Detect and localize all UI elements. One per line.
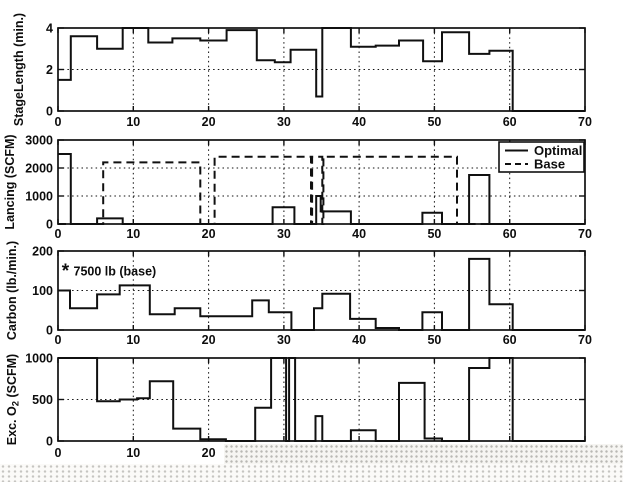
series-optimal-line: [58, 357, 585, 442]
svg-text:10: 10: [126, 227, 140, 241]
svg-text:0: 0: [46, 435, 53, 449]
y-axis-label: Lancing (SCFM): [3, 134, 17, 229]
svg-text:2: 2: [46, 63, 53, 77]
y-tick-labels: 0 2 4: [46, 22, 53, 119]
legend-entry-base: Base: [505, 157, 565, 172]
svg-text:70: 70: [578, 115, 592, 129]
legend-label: Base: [534, 157, 565, 172]
gridlines: [58, 358, 585, 441]
halftone-pattern-bottom: [0, 464, 623, 482]
svg-text:0: 0: [46, 105, 53, 119]
svg-text:200: 200: [32, 245, 53, 259]
legend-label: Optimal: [534, 143, 582, 158]
svg-text:0: 0: [55, 227, 62, 241]
svg-text:50: 50: [427, 333, 441, 347]
svg-text:20: 20: [202, 227, 216, 241]
svg-text:4: 4: [46, 22, 53, 36]
svg-text:30: 30: [277, 115, 291, 129]
svg-text:70: 70: [578, 227, 592, 241]
annotation-text: 7500 lb (base): [74, 264, 157, 278]
subplot-carbon: 0 10 20 30 40 50 60 70 0 100 200 * 7500 lb (base) Car…: [5, 241, 592, 347]
svg-text:50: 50: [427, 115, 441, 129]
svg-text:60: 60: [503, 115, 517, 129]
svg-text:2000: 2000: [25, 162, 53, 176]
svg-text:0: 0: [55, 333, 62, 347]
y-axis-label: StageLength (min.): [12, 13, 26, 126]
series-optimal-line: [58, 153, 585, 225]
svg-text:60: 60: [503, 333, 517, 347]
svg-text:1000: 1000: [25, 190, 53, 204]
svg-text:30: 30: [277, 333, 291, 347]
x-tick-labels: 0 10 20: [55, 446, 216, 460]
y-axis-label: Carbon (lb./min.): [5, 241, 19, 340]
y-tick-labels: 0 100 200: [32, 245, 53, 338]
svg-text:50: 50: [427, 227, 441, 241]
gridlines: [58, 251, 585, 330]
y-tick-labels: 0 500 1000: [25, 352, 53, 449]
svg-text:500: 500: [32, 393, 53, 407]
tick-marks: [57, 27, 586, 112]
subplot-stagelength: 0 10 20 30 40 50 60 70 0 2 4 StageLength (min.): [12, 13, 592, 129]
svg-text:40: 40: [352, 115, 366, 129]
y-tick-labels: 0 1000 2000 3000: [25, 134, 53, 232]
svg-text:20: 20: [202, 115, 216, 129]
series-optimal-line: [58, 257, 585, 331]
y-axis-label: Exc. O2 (SCFM): [5, 354, 22, 445]
svg-text:0: 0: [55, 115, 62, 129]
svg-text:20: 20: [202, 333, 216, 347]
asterisk-marker: *: [62, 261, 70, 282]
svg-text:10: 10: [126, 446, 140, 460]
svg-text:0: 0: [46, 218, 53, 232]
x-tick-labels: 0 10 20 30 40 50 60 70: [55, 333, 592, 347]
svg-text:0: 0: [46, 324, 53, 338]
annotation-7500lb: * 7500 lb (base): [62, 261, 156, 282]
legend-box: [498, 141, 585, 173]
svg-text:3000: 3000: [25, 134, 53, 148]
svg-text:60: 60: [503, 227, 517, 241]
svg-text:30: 30: [277, 227, 291, 241]
svg-text:1000: 1000: [25, 352, 53, 366]
series-optimal-line: [58, 27, 585, 112]
x-tick-labels: 0 10 20 30 40 50 60 70: [55, 227, 592, 241]
svg-text:10: 10: [126, 115, 140, 129]
svg-text:40: 40: [352, 333, 366, 347]
svg-text:10: 10: [126, 333, 140, 347]
svg-text:100: 100: [32, 284, 53, 298]
svg-text:0: 0: [55, 446, 62, 460]
series-base-line: [58, 155, 585, 225]
svg-text:70: 70: [578, 333, 592, 347]
svg-text:20: 20: [202, 446, 216, 460]
svg-text:40: 40: [352, 227, 366, 241]
legend-entry-optimal: Optimal: [505, 143, 582, 158]
x-tick-labels: 0 10 20 30 40 50 60 70: [55, 115, 592, 129]
